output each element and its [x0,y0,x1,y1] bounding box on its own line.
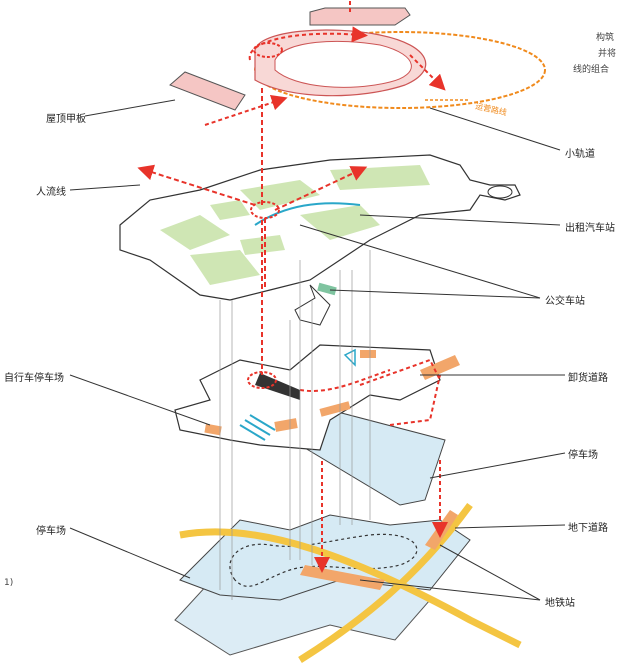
label-unloading-road: 卸货道路 [568,369,608,384]
label-underground-road: 地下道路 [568,519,608,534]
label-small-track: 小轨道 [565,145,595,160]
roof-deck-left [170,72,245,110]
label-bike-parking: 自行车停车场 [4,369,64,384]
label-parking-right: 停车场 [568,446,598,461]
label-parking-left: 停车场 [36,522,66,537]
label-bus-station: 公交车站 [545,292,585,307]
street-layer [120,155,520,325]
note-line1: 构筑 [596,30,614,43]
label-taxi-station: 出租汽车站 [565,219,615,234]
roof-deck-top [310,8,410,25]
label-people-flow: 人流线 [36,183,66,198]
label-roof-deck: 屋顶甲板 [46,110,86,125]
label-metro-station: 地铁站 [545,594,575,609]
note-line2: 并将 [598,46,616,59]
note-left-fragment: 1) [4,578,13,588]
note-line3: 线的组合 [573,62,609,75]
